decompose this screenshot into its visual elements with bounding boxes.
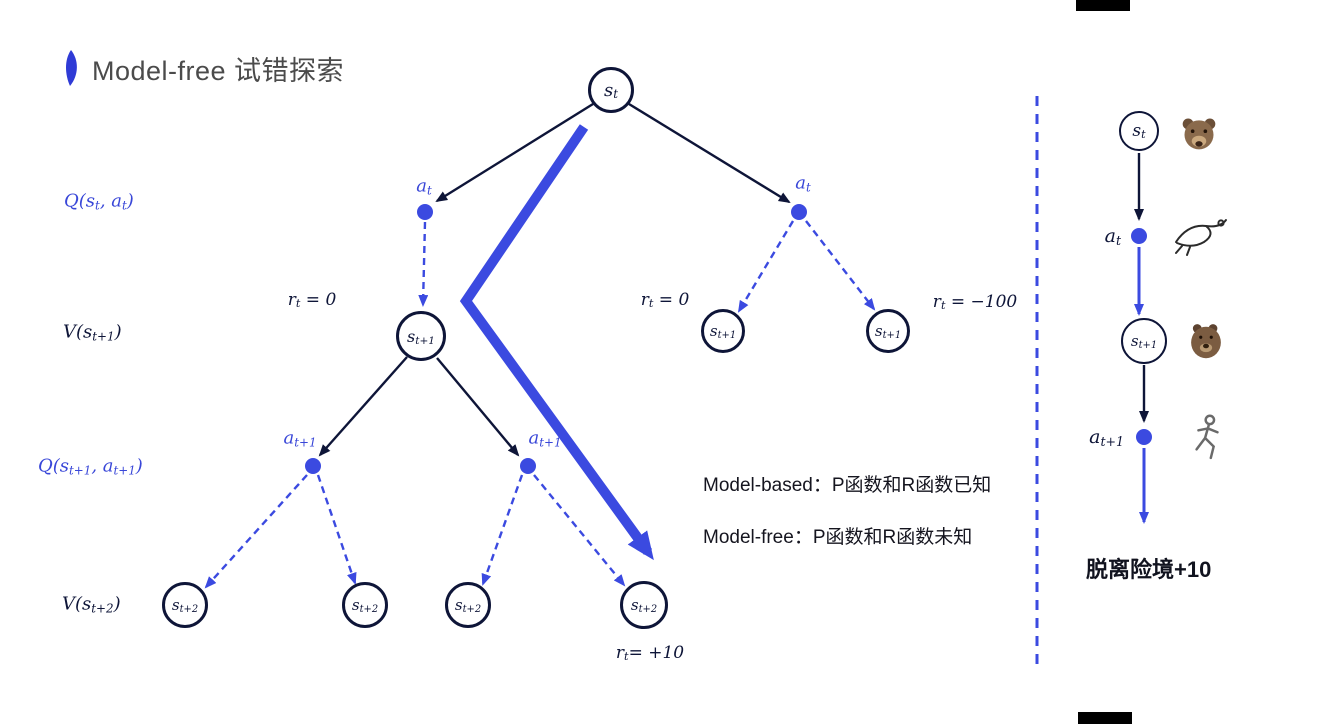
node-s-t2-1: st+2 [162, 582, 208, 628]
side-action-dot-a-t [1131, 228, 1147, 244]
side-result-text: 脱离险境+10 [1086, 557, 1212, 582]
action-dot-a-t-left [417, 204, 433, 220]
top-black-bar [1076, 0, 1130, 11]
page-title: Model-free 试错探索 [92, 55, 345, 86]
edge-at1l-to-st2-1 [204, 474, 308, 589]
node-s-t2-3-label: st+2 [454, 596, 482, 616]
label-q-st-at: Q(st, at) [64, 190, 134, 213]
label-a-t1-left: at+1 [283, 427, 317, 450]
action-dot-a-t-right [791, 204, 807, 220]
bottom-black-bar [1078, 712, 1132, 724]
label-a-t-right: at [795, 172, 811, 195]
edge-at1r-to-st2-3 [481, 474, 524, 586]
edge-at-right-to-st1-mid [737, 220, 795, 313]
node-s-t2-1-label: st+2 [171, 596, 199, 616]
side-label-a-t1: at+1 [1089, 426, 1124, 449]
node-s-t1-left-label: st+1 [406, 326, 435, 347]
label-v-st2: V(st+2) [62, 593, 121, 616]
edge-at-right-to-st1-right [805, 220, 876, 311]
edge-st1-to-at1-left [318, 356, 408, 457]
note-model-free: Model-free：P函数和R函数未知 [703, 527, 973, 548]
edge-at1l-to-st2-2 [316, 474, 357, 585]
node-s-t2-3: st+2 [445, 582, 491, 628]
node-s-t2-4-label: st+2 [630, 596, 658, 616]
side-node-s-t: st [1119, 111, 1159, 151]
node-s-t-label: st [603, 79, 619, 102]
trajectory-thick-arrow [459, 124, 654, 561]
edge-at-left-to-st1 [418, 221, 429, 307]
edge-st1-to-at1-right [436, 357, 520, 457]
node-s-t2-2-label: st+2 [351, 596, 379, 616]
side-action-dot-a-t1 [1136, 429, 1152, 445]
node-s-t: st [588, 67, 634, 113]
edge-st-to-at-left [435, 102, 594, 203]
node-s-t1-mid: st+1 [701, 309, 745, 353]
node-s-t1-left: st+1 [396, 311, 446, 361]
title-row: Model-free 试错探索 [58, 48, 344, 88]
side-label-a-t: at [1104, 225, 1121, 248]
running-man-icon [1188, 412, 1226, 467]
action-dot-a-t1-left [305, 458, 321, 474]
notes-block: Model-based：P函数和R函数已知 Model-free：P函数和R函数… [703, 470, 991, 574]
reward-pos10: rt= +10 [615, 643, 685, 664]
note-model-based: Model-based：P函数和R函数已知 [703, 475, 992, 496]
bear-icon-2 [1178, 315, 1234, 368]
node-s-t2-2: st+2 [342, 582, 388, 628]
label-a-t-left: at [416, 175, 432, 198]
label-a-t1-right: at+1 [528, 427, 562, 450]
reward-r0-left: rt = 0 [287, 290, 337, 311]
label-q-st1-at1: Q(st+1, at+1) [38, 455, 143, 478]
reward-r0-mid: rt = 0 [640, 290, 690, 311]
side-node-s-t1: st+1 [1121, 318, 1167, 364]
node-s-t1-mid-label: st+1 [709, 322, 737, 342]
node-s-t1-right-label: st+1 [874, 322, 902, 342]
edge-st-to-at-right [628, 102, 791, 204]
node-s-t1-right: st+1 [866, 309, 910, 353]
action-dot-a-t1-right [520, 458, 536, 474]
side-node-s-t1-label: st+1 [1130, 332, 1158, 352]
label-v-st1: V(st+1) [63, 321, 122, 344]
node-s-t2-4: st+2 [620, 581, 668, 629]
edge-at1r-to-st2-4 [533, 474, 626, 587]
bear-icon [1170, 108, 1228, 163]
title-accent-icon [66, 50, 77, 86]
flee-bird-icon [1168, 212, 1232, 263]
reward-neg100: rt = −100 [932, 292, 1018, 313]
side-node-s-t-label: st [1132, 121, 1146, 142]
